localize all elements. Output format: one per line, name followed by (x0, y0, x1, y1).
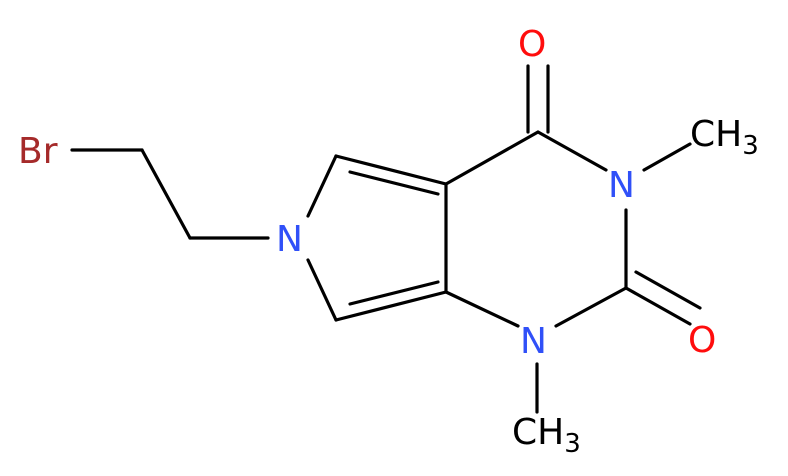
bond-c7-c4a-double (348, 170, 440, 196)
bond-c4a-c4 (444, 130, 540, 186)
bonds (70, 64, 702, 414)
bond-n1-c7a (444, 290, 520, 328)
bond-c7-c4a (334, 154, 448, 186)
bond-c-c (140, 148, 192, 240)
methyl-n1-subscript: 3 (564, 429, 581, 459)
atom-br: Br (18, 131, 58, 172)
bond-c2-o2-double (634, 270, 702, 310)
atom-n1: N (520, 321, 547, 362)
methyl-n3-subscript: 3 (742, 131, 759, 161)
bond-n3-me (642, 142, 692, 172)
atom-o4: O (518, 24, 546, 65)
atom-labels: Br N N N O O CH3 CH3 (18, 24, 759, 459)
bond-n6-c5 (306, 258, 338, 322)
bond-c5-c7a (334, 290, 448, 322)
bond-c5-c7a-double (348, 280, 440, 306)
bond-c2-n1 (554, 286, 628, 328)
atom-n6: N (276, 219, 303, 260)
atom-o2: O (688, 320, 716, 361)
methyl-n1-ch: CH (512, 412, 564, 453)
bond-c4-n3 (536, 130, 608, 172)
atom-n3: N (608, 165, 635, 206)
methyl-n3-ch: CH (690, 114, 742, 155)
atom-methyl-n1: CH3 (512, 412, 581, 459)
bond-c2-o2 (624, 286, 692, 326)
bond-n6-c7 (306, 154, 338, 218)
atom-methyl-n3: CH3 (690, 114, 759, 161)
